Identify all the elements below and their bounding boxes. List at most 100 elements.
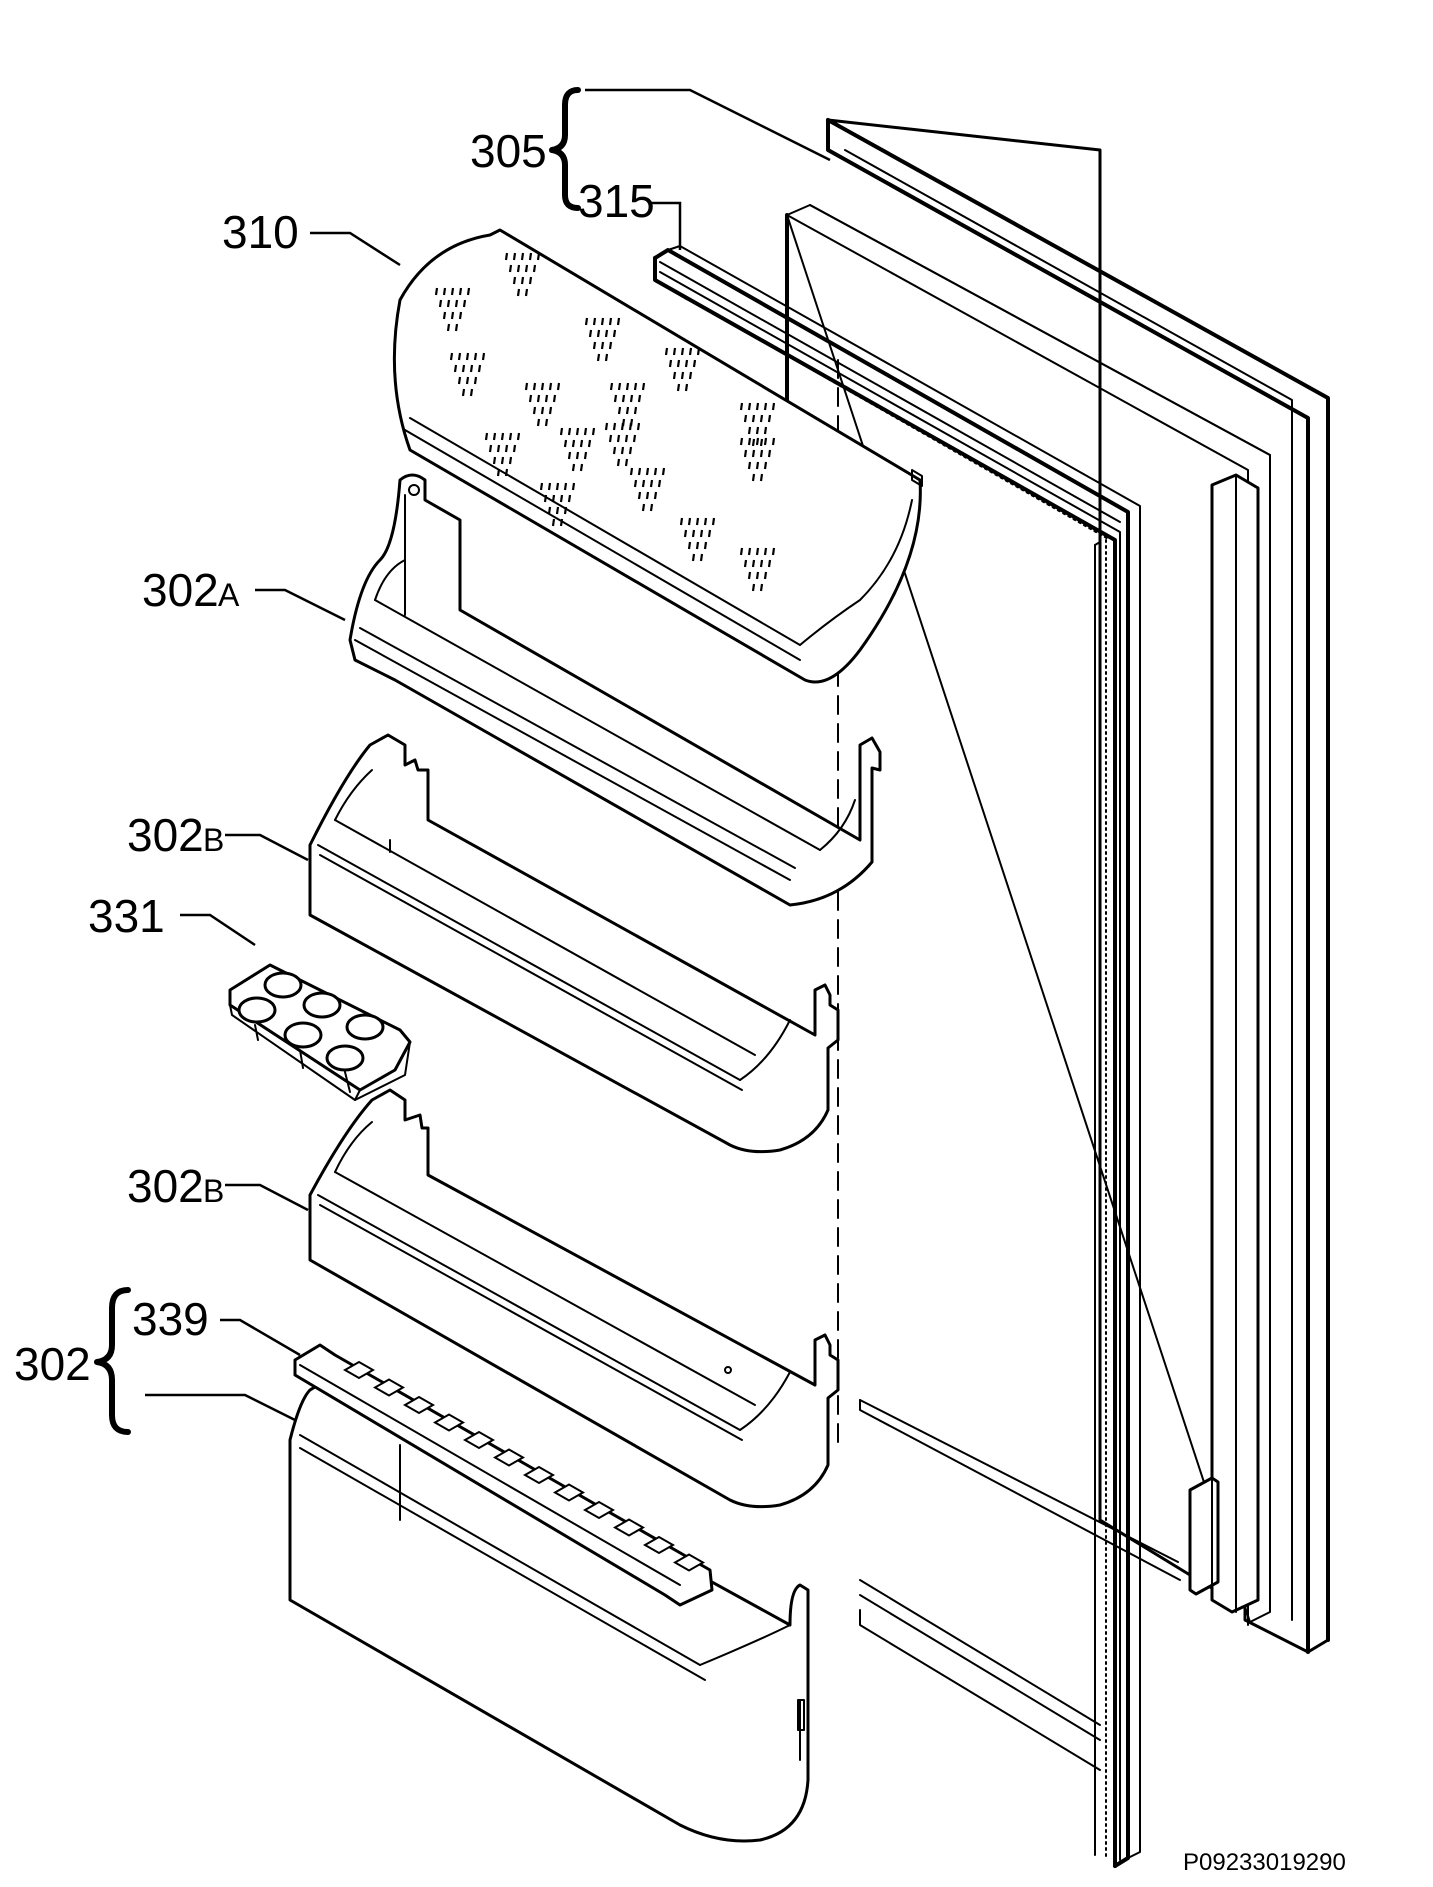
perforation-mark — [604, 329, 609, 338]
label-315: 315 — [578, 175, 655, 227]
perforation-mark — [684, 359, 689, 368]
perforation-mark — [571, 439, 576, 448]
perforation-mark — [641, 382, 646, 391]
perforation-mark — [454, 299, 459, 308]
perforation-mark — [703, 517, 708, 526]
perforation-mark — [477, 364, 482, 373]
perforation-mark — [540, 406, 545, 415]
perforation-mark — [600, 341, 605, 350]
perforation-mark — [532, 406, 537, 415]
perforation-mark — [759, 449, 764, 458]
perforation-mark — [641, 479, 646, 488]
perforation-mark — [683, 529, 688, 538]
perforation-mark — [707, 529, 712, 538]
perforation-mark — [625, 382, 630, 391]
perforation-mark — [454, 323, 459, 332]
perforation-mark — [544, 418, 549, 427]
perforation-mark — [653, 467, 658, 476]
perforation-mark — [516, 432, 521, 441]
perforation-mark — [633, 382, 638, 391]
perforation-mark — [556, 382, 561, 391]
perforation-mark — [688, 347, 693, 356]
bottle-retainer — [293, 1343, 714, 1607]
perforation-mark — [612, 329, 617, 338]
perforation-mark — [555, 482, 560, 491]
perforation-mark — [469, 364, 474, 373]
perforation-mark — [613, 394, 618, 403]
perforation-mark — [703, 541, 708, 550]
perforation-mark — [536, 394, 541, 403]
perforation-mark — [563, 439, 568, 448]
perforation-mark — [641, 503, 646, 512]
perforation-mark — [645, 467, 650, 476]
perforation-mark — [575, 427, 580, 436]
retainer-ridge — [342, 1360, 376, 1380]
perforation-mark — [657, 479, 662, 488]
perforation-mark — [592, 341, 597, 350]
perforation-mark — [504, 468, 509, 477]
perforation-mark — [747, 402, 752, 411]
perforation-mark — [664, 347, 669, 356]
perforation-mark — [555, 506, 560, 515]
perforation-mark — [536, 418, 541, 427]
perforation-mark — [596, 353, 601, 362]
perforation-mark — [587, 439, 592, 448]
perforation-mark — [492, 456, 497, 465]
perforation-mark — [458, 287, 463, 296]
perforation-mark — [567, 451, 572, 460]
brace-305 — [549, 87, 581, 211]
perforation-mark — [767, 414, 772, 423]
perforation-mark — [687, 517, 692, 526]
perforation-mark — [548, 382, 553, 391]
perforation-mark — [461, 388, 466, 397]
perforation-mark — [751, 414, 756, 423]
retainer-ridge — [522, 1465, 556, 1485]
perforation-mark — [547, 506, 552, 515]
perforation-mark — [559, 427, 564, 436]
perforation-mark — [540, 382, 545, 391]
perforation-mark — [747, 461, 752, 470]
label-302b-upper-suffix: B — [203, 822, 224, 858]
perforation-mark — [680, 347, 685, 356]
perforation-mark — [442, 287, 447, 296]
perforation-mark — [759, 473, 764, 482]
retainer-ridge — [432, 1413, 466, 1432]
perforation-mark — [584, 317, 589, 326]
perforation-mark — [446, 323, 451, 332]
perforation-mark — [616, 434, 621, 443]
perforation-mark — [747, 547, 752, 556]
perforation-mark — [629, 418, 634, 427]
perforation-mark — [695, 541, 700, 550]
perforation-mark — [759, 438, 764, 447]
perforation-mark — [575, 451, 580, 460]
perforation-mark — [755, 426, 760, 435]
perforation-mark — [609, 382, 614, 391]
leader-lines — [145, 88, 831, 1422]
perforation-mark — [488, 444, 493, 453]
perforation-mark — [583, 451, 588, 460]
perforation-mark — [608, 317, 613, 326]
perforation-mark — [743, 449, 748, 458]
perforation-mark — [616, 458, 621, 467]
retainer-ridge — [612, 1518, 646, 1537]
perforation-mark — [434, 287, 439, 296]
perforation-mark — [567, 494, 572, 503]
perforation-mark — [739, 547, 744, 556]
egg-tray — [228, 963, 412, 1101]
perforation-mark — [755, 402, 760, 411]
perforation-mark — [612, 446, 617, 455]
perforation-mark — [759, 583, 764, 592]
perforation-mark — [551, 518, 556, 527]
retainer-ridge — [582, 1500, 616, 1520]
perforation-mark — [543, 494, 548, 503]
perforation-mark — [617, 406, 622, 415]
perforation-mark — [571, 463, 576, 472]
perforation-mark — [563, 482, 568, 491]
perforation-mark — [688, 371, 693, 380]
perforation-mark — [512, 252, 517, 261]
perforation-mark — [747, 426, 752, 435]
perforation-mark — [500, 432, 505, 441]
perforation-mark — [763, 571, 768, 580]
perforation-mark — [544, 394, 549, 403]
